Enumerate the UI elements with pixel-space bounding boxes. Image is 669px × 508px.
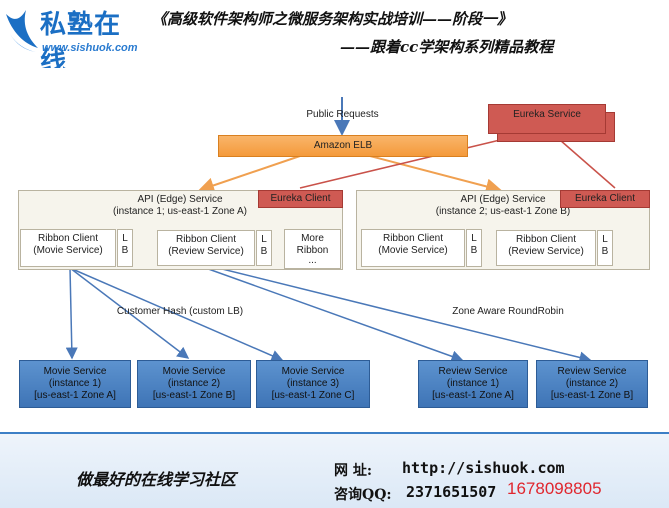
service-instance: (instance 2) xyxy=(167,378,221,389)
lb-left-2-b: B xyxy=(260,246,268,257)
eureka-to-client-right xyxy=(559,139,616,189)
ribbon-movie-right xyxy=(361,229,465,267)
lb-box-right-1 xyxy=(466,229,482,267)
lb-left-1-l: L xyxy=(122,233,128,244)
service-instance: (instance 1) xyxy=(48,378,102,389)
footer-url-link[interactable]: http://sishuok.com xyxy=(402,459,565,477)
lb-right-2-l: L xyxy=(602,234,608,245)
page-subtitle: ——跟着cc学架构系列精品教程 xyxy=(340,38,554,56)
elb-to-edge-right xyxy=(369,155,502,195)
amazon-elb-box: Amazon ELB xyxy=(218,135,468,157)
footer-qq-label: 咨询QQ: xyxy=(334,487,392,503)
service-name: Review Service xyxy=(557,366,627,377)
service-instance: (instance 2) xyxy=(565,378,619,389)
ribbon-movie-left-line1: Ribbon Client xyxy=(37,233,99,244)
service-zone: [us-east-1 Zone B] xyxy=(550,390,634,401)
header-band xyxy=(0,0,669,62)
service-box-movie-2: Movie Service (instance 2) [us-east-1 Zo… xyxy=(137,360,251,408)
elb-to-edge-left xyxy=(198,155,301,194)
footer-slogan: 做最好的在线学习社区 xyxy=(76,470,237,489)
ribbon-movie-left xyxy=(20,229,116,267)
logo-bird-icon xyxy=(6,10,38,52)
lb-left-2-l: L xyxy=(261,234,267,245)
ribbon-review-left-line1: Ribbon Client xyxy=(175,234,237,245)
lb-right-1-b: B xyxy=(470,245,478,256)
ribbon-review-left-line2: (Review Service) xyxy=(168,246,244,257)
eureka-client-left: Eureka Client xyxy=(258,190,343,208)
edge-right-instance: (instance 2; us-east-1 Zone B) xyxy=(435,206,571,217)
edge-right-title: API (Edge) Service xyxy=(460,194,546,205)
lb-left-1-b: B xyxy=(121,245,129,256)
service-name: Review Service xyxy=(438,366,508,377)
customer-hash-label: Customer Hash (custom LB) xyxy=(116,306,244,317)
service-instance: (instance 3) xyxy=(286,378,340,389)
ribbon-movie-left-line2: (Movie Service) xyxy=(33,245,103,256)
footer-url-label: 网 址: xyxy=(334,463,373,479)
ribbon-review-right xyxy=(496,230,596,266)
service-name: Movie Service xyxy=(281,366,345,377)
service-zone: [us-east-1 Zone B] xyxy=(152,390,236,401)
ribbon-movie-right-line2: (Movie Service) xyxy=(378,245,448,256)
edge-left-title: API (Edge) Service xyxy=(137,194,223,205)
lb-right-1-l: L xyxy=(471,233,477,244)
hash-line-3 xyxy=(69,267,284,362)
eureka-service-box: Eureka Service xyxy=(488,104,606,134)
zone-line-2 xyxy=(209,265,592,364)
more-ribbon-line2: Ribbon xyxy=(296,245,329,256)
more-ribbon-line3: ... xyxy=(308,255,317,266)
service-box-review-2: Review Service (instance 2) [us-east-1 Z… xyxy=(536,360,648,408)
hash-line-2 xyxy=(69,267,190,359)
page-title: 《高级软件架构师之微服务架构实战培训——阶段一》 xyxy=(152,10,513,28)
ribbon-review-left xyxy=(157,230,255,266)
lb-right-2-b: B xyxy=(601,246,609,257)
zone-line-1 xyxy=(199,265,464,363)
service-name: Movie Service xyxy=(43,366,107,377)
ribbon-review-right-line2: (Review Service) xyxy=(508,246,584,257)
public-requests-label: Public Requests xyxy=(306,109,379,120)
footer-band xyxy=(0,432,669,508)
zone-aware-label: Zone Aware RoundRobin xyxy=(452,306,564,317)
service-box-movie-3: Movie Service (instance 3) [us-east-1 Zo… xyxy=(256,360,370,408)
logo-url: www.sishuok.com xyxy=(42,42,138,54)
lb-box-right-2 xyxy=(597,230,613,266)
ribbon-review-right-line1: Ribbon Client xyxy=(515,234,577,245)
service-box-review-1: Review Service (instance 1) [us-east-1 Z… xyxy=(418,360,528,408)
lb-box-left-2 xyxy=(256,230,272,266)
more-ribbon-box xyxy=(284,229,341,269)
service-name: Movie Service xyxy=(162,366,226,377)
hash-line-1 xyxy=(65,267,78,360)
service-zone: [us-east-1 Zone C] xyxy=(271,390,355,401)
ribbon-movie-right-line1: Ribbon Client xyxy=(382,233,444,244)
more-ribbon-line1: More xyxy=(301,233,324,244)
service-zone: [us-east-1 Zone A] xyxy=(432,390,514,401)
service-box-movie-1: Movie Service (instance 1) [us-east-1 Zo… xyxy=(19,360,131,408)
footer-qq-number-2: 1678098805 xyxy=(507,479,602,498)
service-zone: [us-east-1 Zone A] xyxy=(34,390,116,401)
eureka-client-right: Eureka Client xyxy=(560,190,650,208)
site-logo[interactable]: 私塾在线 www.sishuok.com xyxy=(2,2,138,77)
edge-left-instance: (instance 1; us-east-1 Zone A) xyxy=(113,206,247,217)
service-instance: (instance 1) xyxy=(446,378,500,389)
footer-qq-number-1: 2371651507 xyxy=(406,483,497,501)
lb-box-left-1 xyxy=(117,229,133,267)
